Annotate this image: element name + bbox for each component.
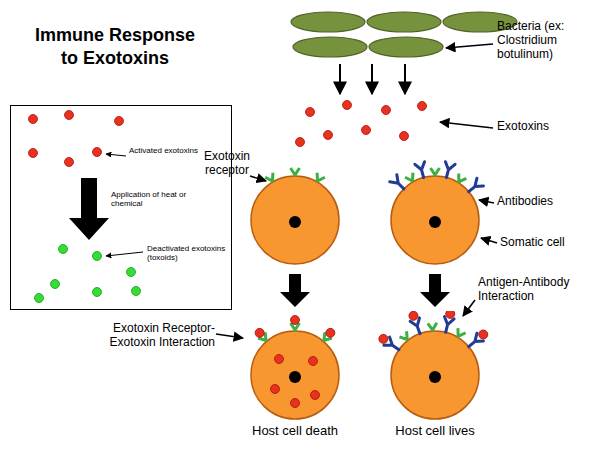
cell-heading: Host cell lives xyxy=(375,424,495,439)
detox-illustration xyxy=(11,106,233,311)
leader-lines xyxy=(216,44,497,338)
inset-label: Activated exotoxins xyxy=(129,146,209,155)
exotoxins xyxy=(296,101,427,147)
inset-label: Deactivated exotoxins (toxoids) xyxy=(147,244,227,262)
somatic-cell xyxy=(390,162,484,264)
release-arrows xyxy=(340,64,405,94)
somatic-cell xyxy=(251,168,339,264)
callout-label: Antigen-Antibody Interaction xyxy=(478,276,596,304)
callout-label: Exotoxin receptor xyxy=(192,150,262,178)
diagram-title: Immune Response to Exotoxins xyxy=(30,24,200,69)
inset-label: Application of heat or chemical xyxy=(111,190,201,208)
callout-label: Antibodies xyxy=(497,195,592,209)
bacteria xyxy=(291,12,517,57)
cell-illustration xyxy=(375,311,495,423)
block-arrows xyxy=(280,274,450,307)
cell-heading: Host cell death xyxy=(235,424,355,439)
callout-label: Exotoxins xyxy=(497,120,592,134)
cell-illustration xyxy=(235,311,355,423)
inset-panel: Activated exotoxinsApplication of heat o… xyxy=(10,105,232,310)
callout-label: Bacteria (ex: Clostridium botulinum) xyxy=(497,20,597,61)
callout-label: Exotoxin Receptor-Exotoxin Interaction xyxy=(70,322,215,350)
callout-label: Somatic cell xyxy=(500,236,595,250)
host-cell: Host cell lives xyxy=(375,311,495,441)
host-cell: Host cell death xyxy=(235,311,355,441)
